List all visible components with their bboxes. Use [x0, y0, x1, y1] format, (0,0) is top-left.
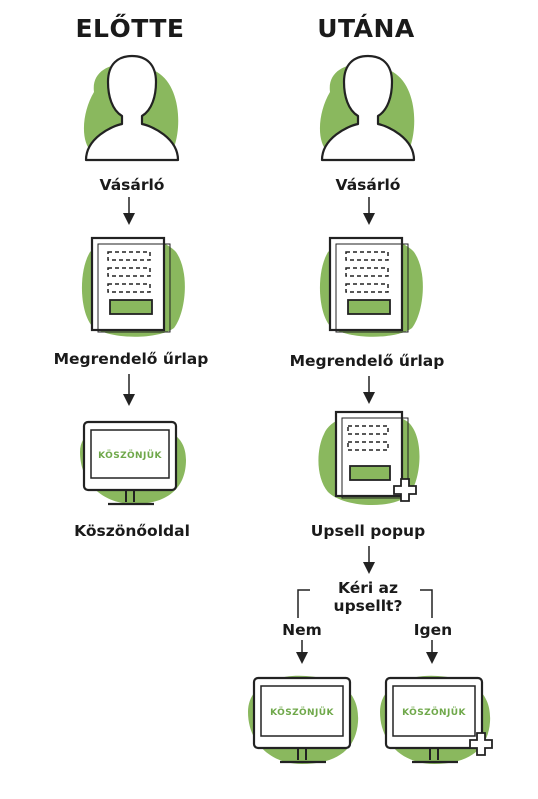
- upsell-popup-label: Upsell popup: [310, 522, 426, 540]
- branch-no-label: Nem: [282, 621, 322, 639]
- before-heading: ELŐTTE: [75, 14, 185, 43]
- customer-person-icon: [83, 54, 180, 162]
- monitor-icon: KÖSZÖNJÜK: [248, 675, 359, 764]
- arrow-down: [123, 374, 135, 406]
- after-order-form-label: Megrendelő űrlap: [289, 352, 445, 370]
- monitor-thank-you-text: KÖSZÖNJÜK: [270, 707, 334, 718]
- monitor-thank-you-text: KÖSZÖNJÜK: [402, 707, 466, 718]
- monitor-thank-you-text: KÖSZÖNJÜK: [98, 450, 162, 461]
- monitor-with-plus-icon: KÖSZÖNJÜK: [380, 675, 493, 764]
- after-heading: UTÁNA: [317, 14, 415, 43]
- arrow-down: [363, 546, 375, 574]
- arrow-down: [363, 376, 375, 404]
- monitor-icon: KÖSZÖNJÜK: [80, 420, 186, 506]
- branch-connector-right: [420, 589, 433, 618]
- arrow-down: [426, 640, 438, 664]
- branch-yes-label: Igen: [413, 621, 453, 639]
- plus-icon: [393, 478, 417, 502]
- plus-icon: [469, 732, 493, 756]
- order-form-icon: [81, 236, 185, 337]
- order-form-icon: [319, 236, 423, 337]
- branch-connector-left: [297, 589, 310, 618]
- upsell-question-line2: upsellt?: [333, 597, 403, 615]
- arrow-down: [123, 197, 135, 225]
- upsell-question-line1: Kéri az: [337, 579, 399, 597]
- before-thank-you-label: Köszönőoldal: [74, 522, 190, 540]
- arrow-down: [296, 640, 308, 664]
- arrow-down: [363, 197, 375, 225]
- before-order-form-label: Megrendelő űrlap: [53, 350, 209, 368]
- upsell-popup-icon: [318, 410, 420, 506]
- after-customer-label: Vásárló: [335, 176, 401, 194]
- before-customer-label: Vásárló: [99, 176, 165, 194]
- customer-person-icon: [319, 54, 416, 162]
